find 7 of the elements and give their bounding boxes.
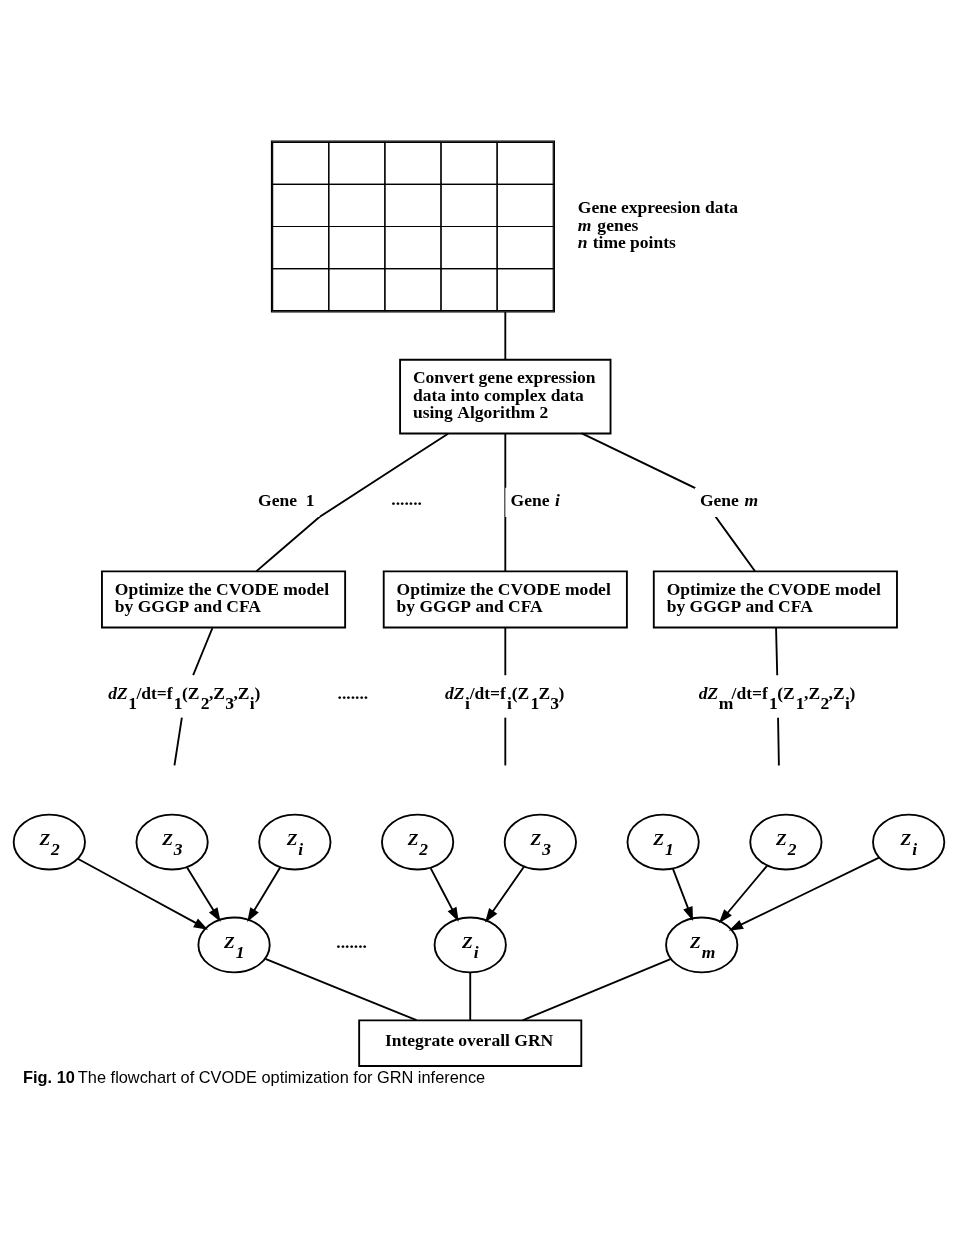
edge-label: Gene i xyxy=(510,489,560,510)
label: ....... xyxy=(335,931,367,952)
edge-label: Gene 1 xyxy=(257,489,314,510)
label: ....... xyxy=(337,683,368,704)
caption: Fig. 10 The flowchart of CVODE optimization for GRN inference xyxy=(22,1067,485,1086)
edge-label: Gene m xyxy=(699,489,758,510)
label: ....... xyxy=(390,489,422,510)
